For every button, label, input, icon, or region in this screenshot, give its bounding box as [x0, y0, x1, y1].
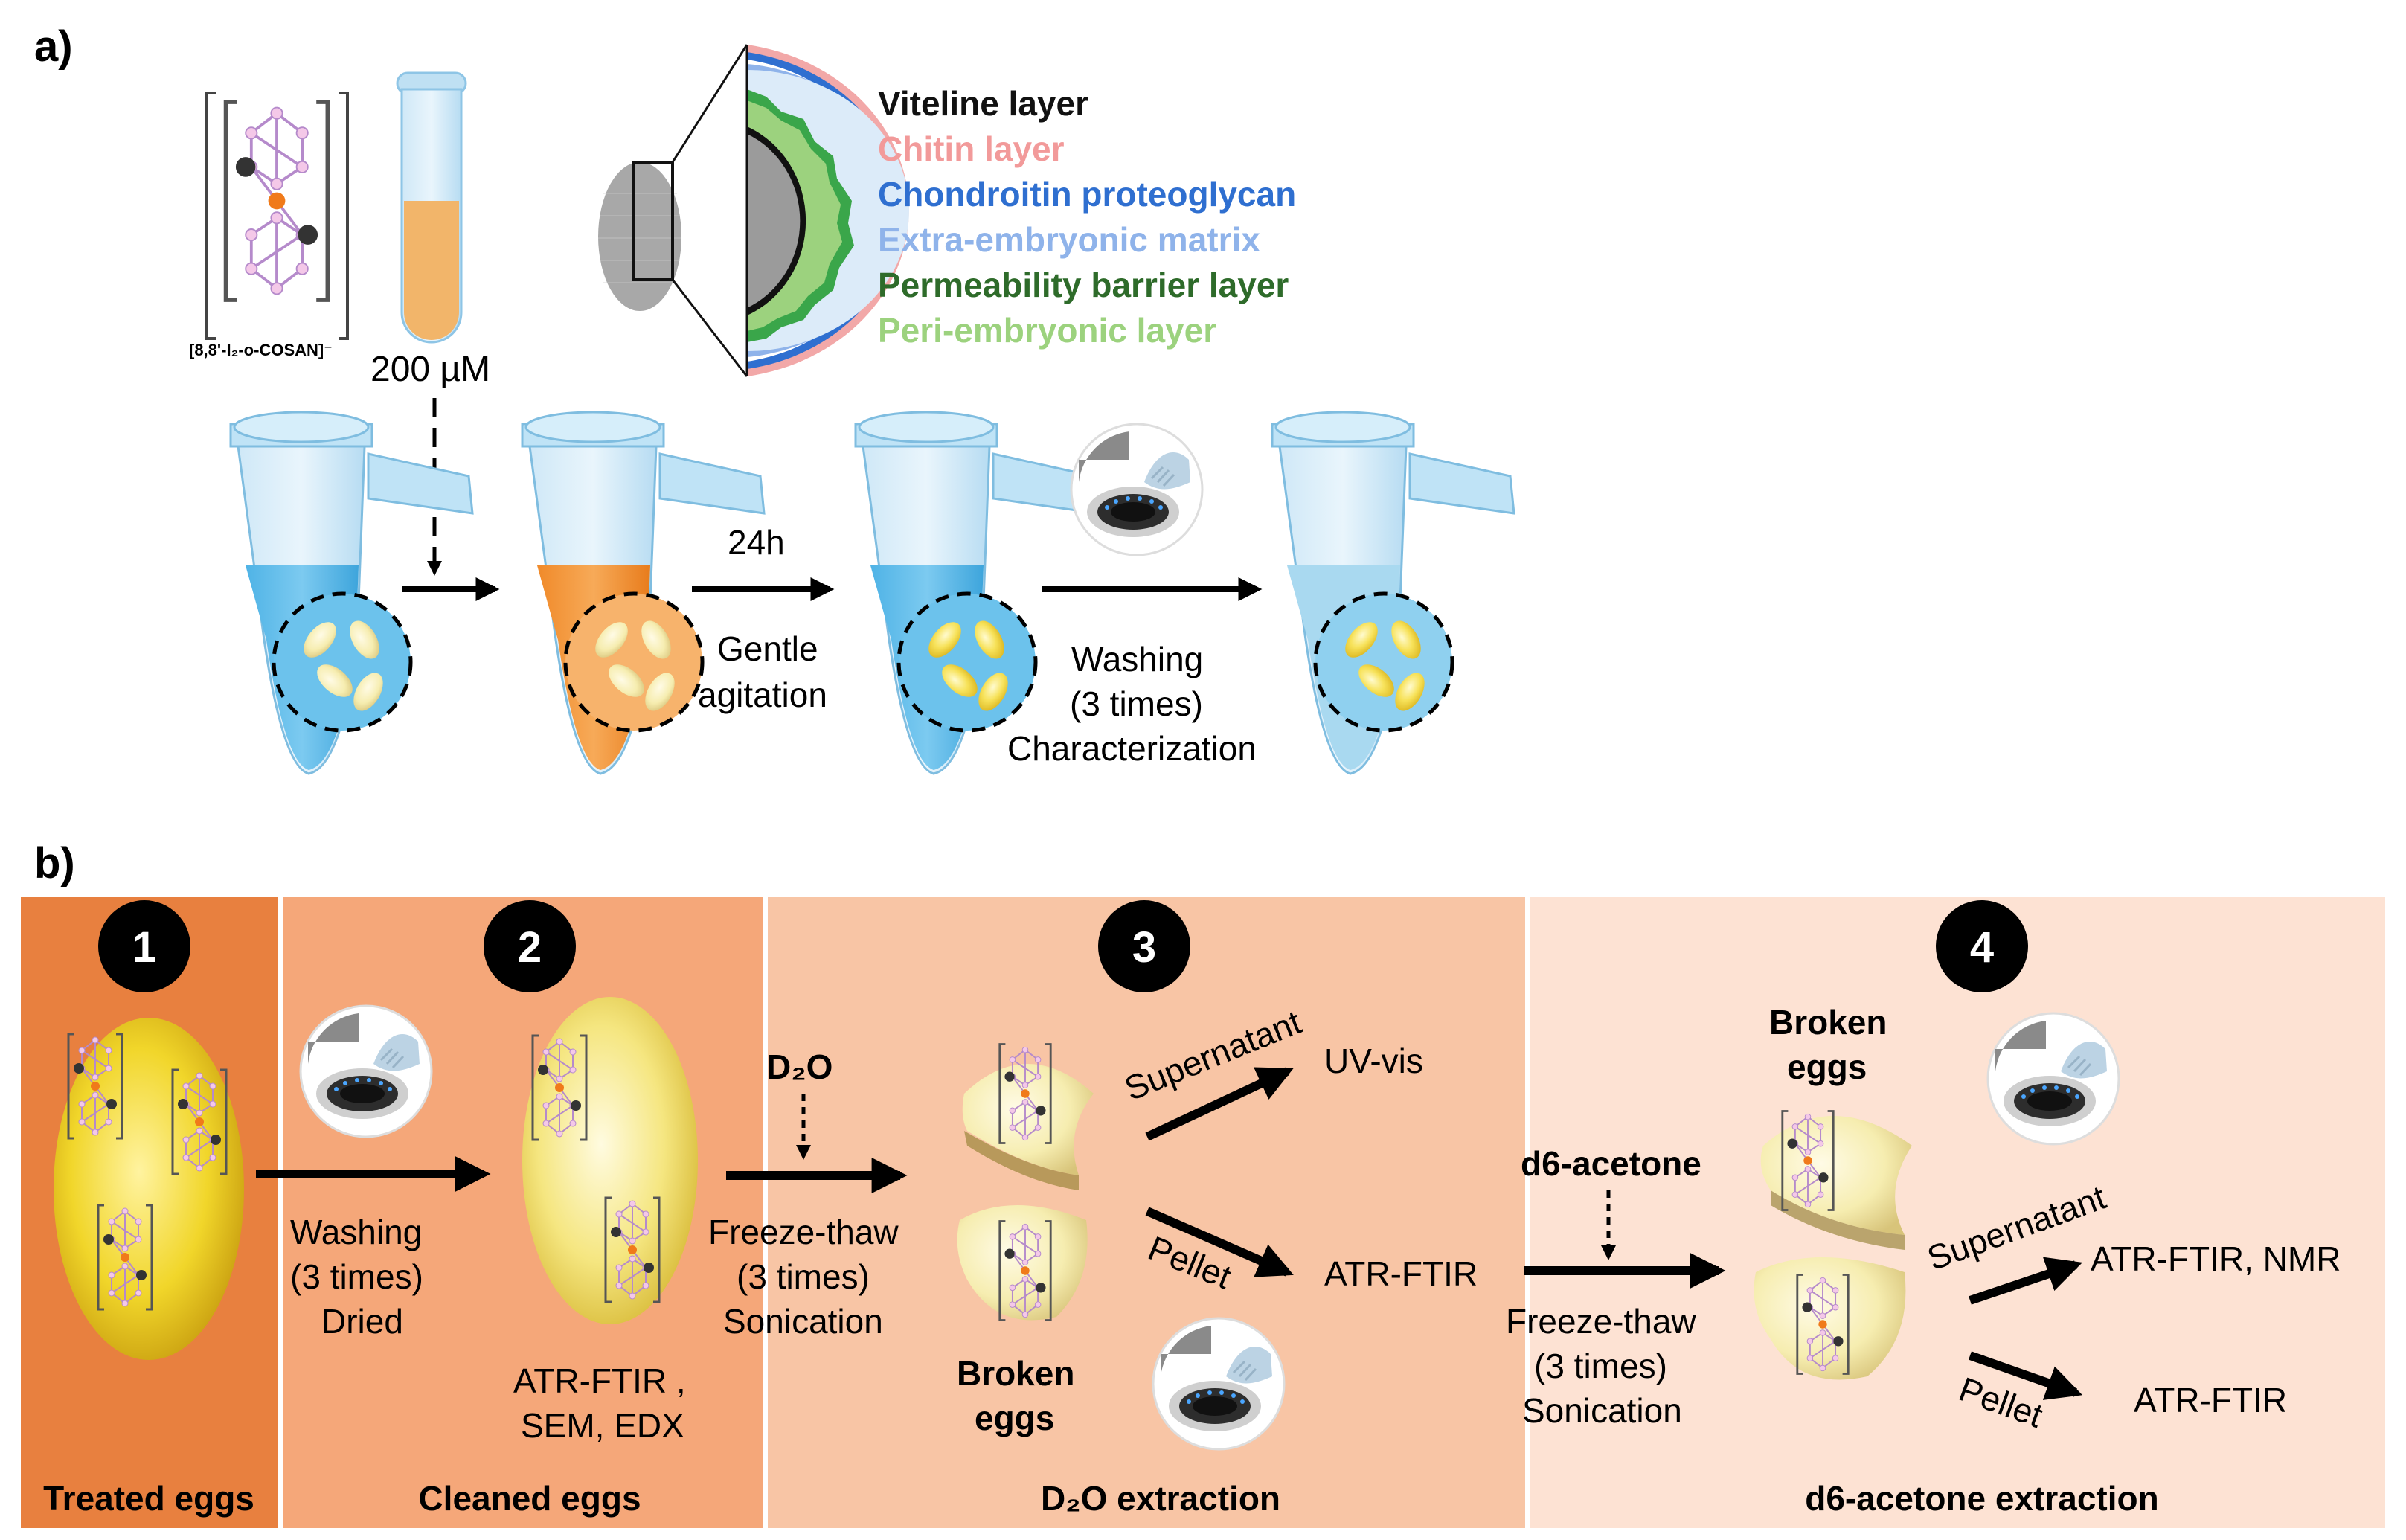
broken-eggs-4-line1: Broken: [1769, 1003, 1887, 1042]
section-2-title: Cleaned eggs: [418, 1479, 641, 1518]
wash-line2: (3 times): [290, 1257, 423, 1296]
legend-item-permeability: Permeability barrier layer: [878, 266, 1289, 304]
tube-eggs-treated: [854, 411, 1099, 775]
arrow-pellet-2: [1969, 1351, 2083, 1400]
wash-line3: Dried: [321, 1302, 403, 1341]
arrow-supernatant-2: [1969, 1257, 2083, 1305]
broken-eggs-acetone: [1754, 1110, 1912, 1380]
egg-layer-diagram: [598, 44, 909, 377]
tube-eggs-compound: [521, 411, 766, 775]
acetone-label: d6-acetone: [1521, 1144, 1701, 1183]
tube-eggs-washed: [1271, 411, 1515, 775]
legend-item-chondroitin: Chondroitin proteoglycan: [878, 175, 1296, 214]
arrow-pellet: [1145, 1207, 1294, 1277]
cleaned-char-line1: ATR-FTIR ,: [513, 1361, 686, 1400]
freeze-line2: (3 times): [737, 1257, 870, 1296]
section-4-background: [1530, 897, 2385, 1528]
panel-b-label: b): [34, 839, 75, 888]
legend-item-peri-embryonic: Peri-embryonic layer: [878, 311, 1216, 350]
broken-eggs-4-line2: eggs: [1787, 1047, 1867, 1086]
step-2-badge: [484, 900, 576, 992]
test-tube-icon: [396, 71, 467, 344]
step-agitation-line1: Gentle: [717, 629, 818, 668]
legend-item-chitin: Chitin layer: [878, 129, 1065, 168]
uvvis-label: UV-vis: [1324, 1042, 1423, 1080]
freeze2-line1: Freeze-thaw: [1506, 1302, 1696, 1341]
centrifuge-icon: [1986, 1012, 2120, 1146]
section-3-background: [768, 897, 1525, 1528]
centrifuge-icon: [299, 1004, 433, 1138]
legend-item-extra-embryonic: Extra-embryonic matrix: [878, 220, 1260, 259]
centrifuge-icon: [1070, 423, 1204, 556]
freeze-line3: Sonication: [723, 1302, 883, 1341]
atr-2-label: ATR-FTIR: [2134, 1381, 2287, 1419]
tube-eggs-water: [229, 411, 474, 775]
broken-eggs-3-line1: Broken: [957, 1354, 1074, 1393]
step-2-number: 2: [518, 923, 542, 972]
cleaned-char-line2: SEM, EDX: [521, 1406, 684, 1445]
step-agitation-line2: agitation: [698, 676, 827, 714]
step-wash-line1: Washing: [1071, 640, 1203, 678]
step-4-number: 4: [1970, 923, 1994, 972]
legend-item-viteline: Viteline layer: [878, 84, 1088, 123]
step-4-badge: [1936, 900, 2028, 992]
step-time-label: 24h: [728, 523, 785, 562]
freeze2-line3: Sonication: [1522, 1391, 1682, 1430]
treated-egg: [54, 1018, 244, 1360]
step-1-badge: [98, 900, 190, 992]
centrifuge-icon: [1152, 1317, 1286, 1451]
compound-label: [8,8'-I₂-o-COSAN]⁻: [189, 341, 333, 359]
step-wash-line2: (3 times): [1070, 684, 1203, 723]
step-3-number: 3: [1132, 923, 1156, 972]
freeze2-line2: (3 times): [1534, 1347, 1667, 1385]
step-3-badge: [1098, 900, 1190, 992]
cosan-molecule-icon: [226, 102, 328, 300]
cleaned-egg: [522, 997, 698, 1324]
atr-nmr-label: ATR-FTIR, NMR: [2091, 1239, 2341, 1278]
layer-legend: Viteline layer Chitin layer Chondroitin …: [878, 84, 1296, 350]
broken-eggs-3-line2: eggs: [975, 1399, 1054, 1437]
freeze-line1: Freeze-thaw: [708, 1213, 899, 1251]
arrow-supernatant: [1145, 1067, 1294, 1141]
wash-line1: Washing: [290, 1213, 422, 1251]
section-3-title: D₂O extraction: [1041, 1479, 1280, 1518]
broken-eggs-d2o: [957, 1043, 1094, 1321]
d2o-label: D₂O: [766, 1047, 833, 1086]
atr-label: ATR-FTIR: [1324, 1254, 1478, 1293]
section-1-title: Treated eggs: [43, 1479, 254, 1518]
concentration-label: 200 µM: [370, 350, 490, 389]
step-wash-line3: Characterization: [1007, 729, 1257, 768]
section-4-title: d6-acetone extraction: [1805, 1479, 2158, 1518]
panel-a-label: a): [34, 22, 73, 71]
step-1-number: 1: [132, 923, 156, 972]
